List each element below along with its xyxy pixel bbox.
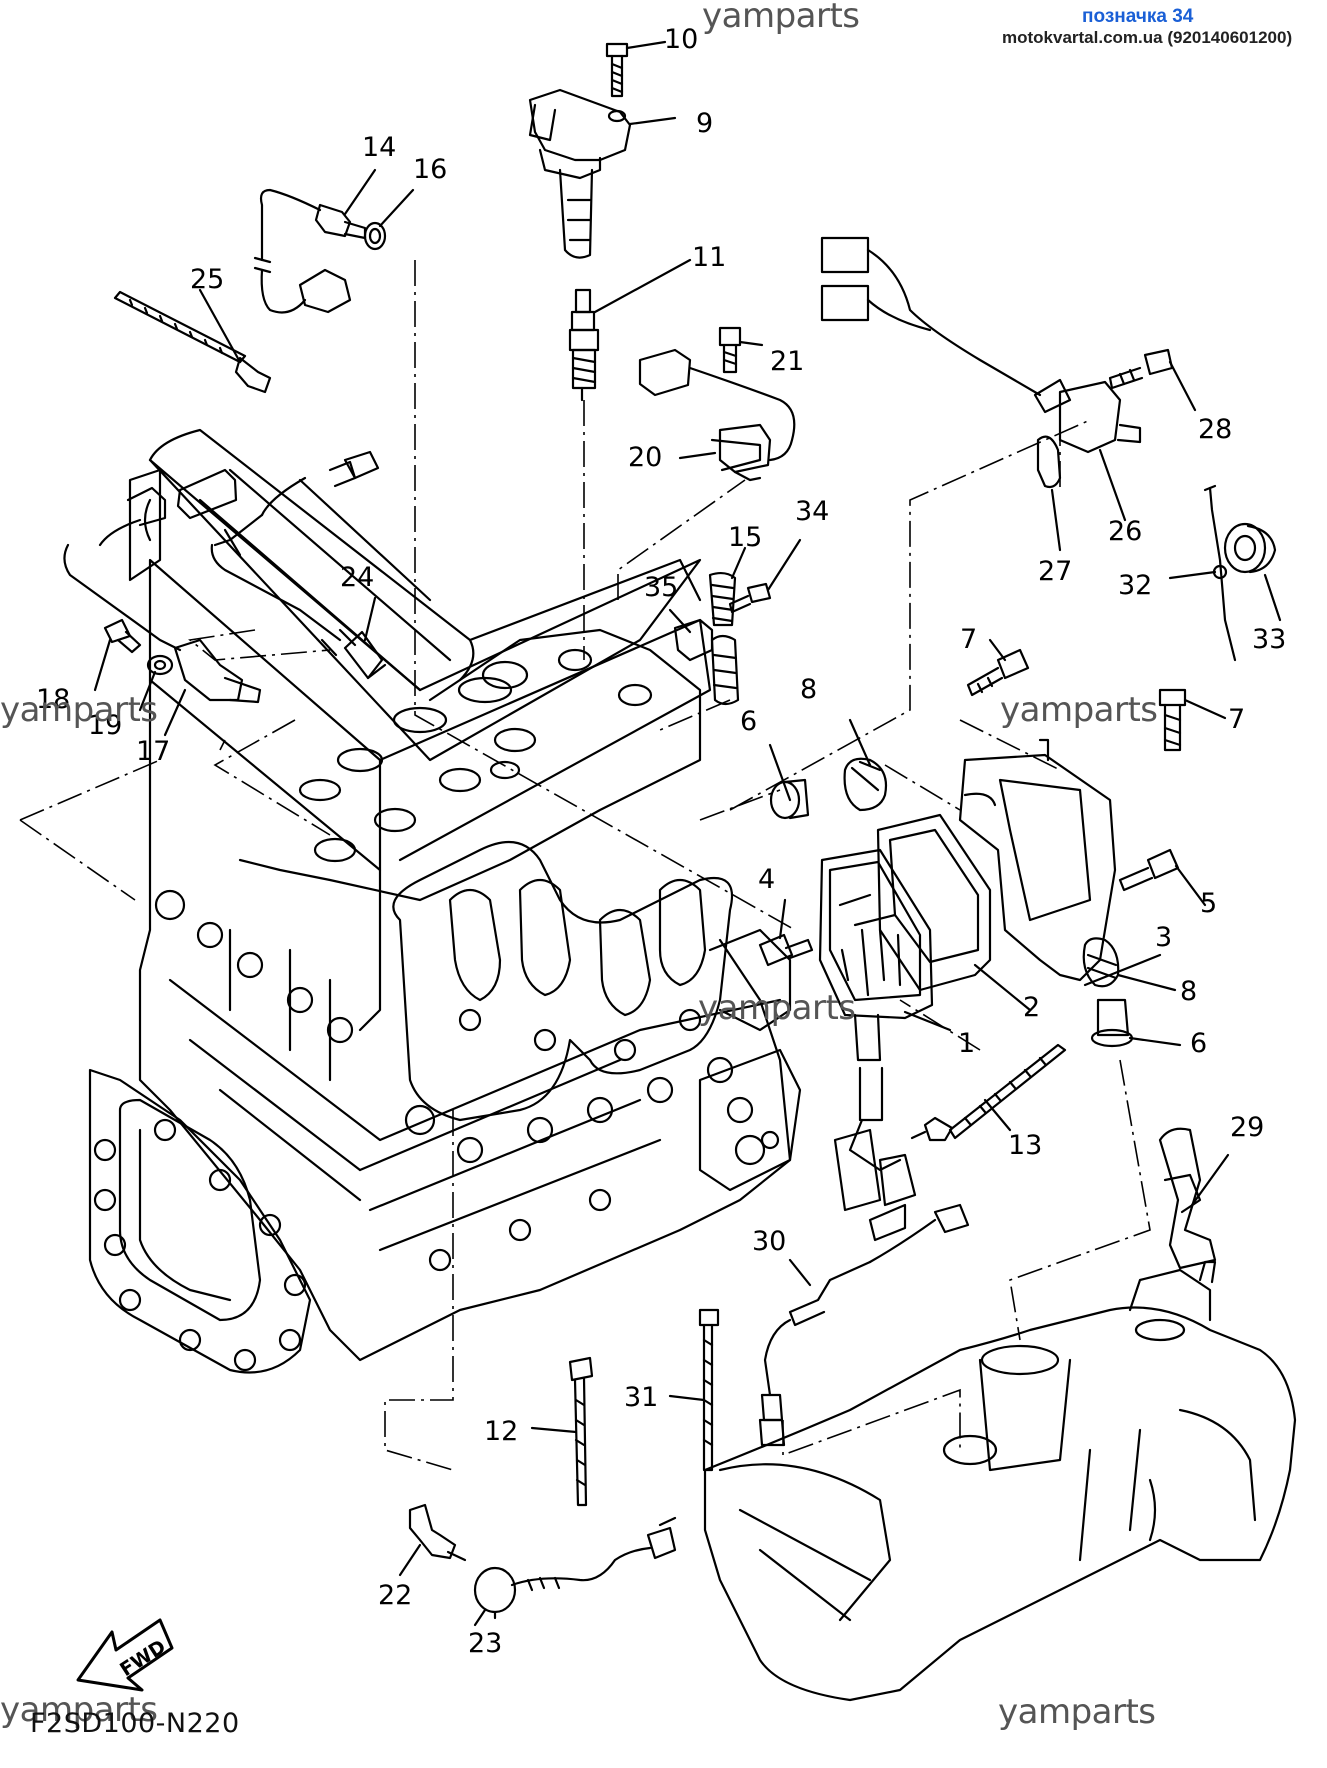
callout-2: 2 <box>1023 992 1040 1023</box>
part-20-crank-sensor <box>638 348 796 482</box>
part-7-bolt-upper <box>966 638 1030 697</box>
part-14-sensor <box>253 168 377 314</box>
part-6-collar-left <box>768 743 810 820</box>
part-32-clip <box>1168 484 1237 662</box>
part-24-sensor <box>210 450 387 680</box>
part-35-bracket <box>668 608 714 662</box>
watermark-bottom-right: yamparts <box>998 1692 1156 1732</box>
callout-7-upper: 7 <box>960 624 977 655</box>
part-28-bolt <box>1108 348 1197 412</box>
part-31-cable-tie <box>668 1308 720 1472</box>
part-30-sensor <box>758 1203 970 1447</box>
callout-33: 33 <box>1252 624 1286 655</box>
callout-24: 24 <box>340 562 374 593</box>
callout-27: 27 <box>1038 556 1072 587</box>
watermark-top: yamparts <box>702 0 860 36</box>
callout-4: 4 <box>758 864 775 895</box>
part-9-ignition-coil <box>528 88 677 259</box>
callout-21: 21 <box>770 346 804 377</box>
engine-block <box>88 428 802 1374</box>
part-17-sensor <box>63 468 262 737</box>
fwd-arrow: FWD <box>76 1618 174 1692</box>
part-3-bracket <box>958 738 1162 987</box>
callout-12: 12 <box>484 1416 518 1447</box>
part-29-clamp <box>1158 1127 1230 1270</box>
part-8-grommet-upper <box>843 718 888 812</box>
callout-11: 11 <box>692 242 726 273</box>
callout-5: 5 <box>1200 888 1217 919</box>
callout-17: 17 <box>136 736 170 767</box>
part-23-knock-sensor <box>473 1516 677 1627</box>
part-27-gasket <box>1036 435 1062 552</box>
callout-22: 22 <box>378 1580 412 1611</box>
part-19-washer <box>138 654 174 712</box>
part-16-oring <box>363 188 415 251</box>
exhaust-assembly <box>703 1260 1297 1702</box>
callout-16: 16 <box>413 154 447 185</box>
part-13-cable-tie <box>910 1043 1067 1142</box>
diagram-code: F2SD100-N220 <box>30 1708 240 1739</box>
part-10-bolt <box>605 40 667 98</box>
part-33-grommet <box>1223 522 1282 622</box>
callout-20: 20 <box>628 442 662 473</box>
callout-18: 18 <box>36 684 70 715</box>
callout-19: 19 <box>88 710 122 741</box>
callout-6-right: 6 <box>1190 1028 1207 1059</box>
part-25-cable-tie <box>113 288 272 394</box>
watermark-center: yamparts <box>698 988 856 1028</box>
callout-8-lower: 8 <box>1180 976 1197 1007</box>
callout-35: 35 <box>644 572 678 603</box>
part-4-bolt <box>758 898 814 967</box>
callout-25: 25 <box>190 264 224 295</box>
watermark-left: yamparts <box>0 690 158 730</box>
part-22-sensor <box>398 1503 467 1577</box>
callout-14: 14 <box>362 132 396 163</box>
part-34-bolt <box>728 538 802 614</box>
callout-23: 23 <box>468 1628 502 1659</box>
part-5-bolt <box>1118 848 1207 907</box>
part-15-sleeve <box>708 546 747 706</box>
callout-28: 28 <box>1198 414 1232 445</box>
callout-34: 34 <box>795 496 829 527</box>
callout-13: 13 <box>1008 1130 1042 1161</box>
callout-29: 29 <box>1230 1112 1264 1143</box>
watermark-bottom-left: yamparts <box>0 1690 158 1730</box>
callout-1: 1 <box>958 1028 975 1059</box>
callout-3: 3 <box>1155 922 1172 953</box>
callout-6-left: 6 <box>740 706 757 737</box>
part-6-collar-right <box>1090 998 1182 1048</box>
callout-32: 32 <box>1118 570 1152 601</box>
page-subtitle: motokvartal.com.ua (920140601200) <box>1002 28 1293 47</box>
callout-15: 15 <box>728 522 762 553</box>
callout-10: 10 <box>664 24 698 55</box>
part-18-bolt <box>93 618 142 692</box>
part-21-bolt <box>718 326 764 374</box>
part-8-grommet-lower <box>1082 937 1177 992</box>
part-1-ecm <box>818 848 952 1242</box>
callout-9: 9 <box>696 108 713 139</box>
callout-31: 31 <box>624 1382 658 1413</box>
callout-30: 30 <box>752 1226 786 1257</box>
callout-26: 26 <box>1108 516 1142 547</box>
part-11-spark-plug <box>568 258 692 402</box>
watermark-right-upper: yamparts <box>1000 690 1158 730</box>
callout-8-upper: 8 <box>800 674 817 705</box>
callout-7-right: 7 <box>1228 704 1245 735</box>
part-12-cable-tie <box>530 1356 594 1507</box>
part-26-sensor-harness <box>820 236 1142 522</box>
page-title: позначка 34 <box>1082 6 1194 27</box>
part-7-bolt-right <box>1158 688 1227 752</box>
